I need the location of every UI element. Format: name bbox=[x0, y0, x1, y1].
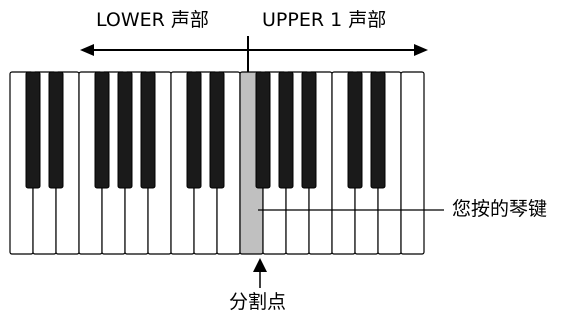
left-arrowhead-icon bbox=[80, 44, 94, 56]
split-point-label: 分割点 bbox=[229, 291, 287, 313]
black-key-F-sharp[interactable] bbox=[255, 71, 271, 189]
black-key-C-sharp[interactable] bbox=[186, 71, 202, 189]
black-key-A-sharp[interactable] bbox=[140, 71, 156, 189]
lower-section-label: LOWER 声部 bbox=[96, 9, 209, 31]
black-key-G-sharp[interactable] bbox=[278, 71, 294, 189]
black-key-F-sharp[interactable] bbox=[94, 71, 110, 189]
black-key-A-sharp[interactable] bbox=[301, 71, 317, 189]
white-key-F[interactable] bbox=[400, 71, 425, 255]
upper-section-label: UPPER 1 声部 bbox=[262, 9, 387, 31]
pressed-key-label: 您按的琴键 bbox=[452, 198, 548, 220]
black-key-C-sharp[interactable] bbox=[347, 71, 363, 189]
black-key-D-sharp[interactable] bbox=[209, 71, 225, 189]
black-key-D-sharp[interactable] bbox=[48, 71, 64, 189]
section-arrows bbox=[80, 36, 428, 72]
black-key-C-sharp[interactable] bbox=[25, 71, 41, 189]
black-key-G-sharp[interactable] bbox=[117, 71, 133, 189]
split-point-arrow bbox=[253, 258, 267, 288]
black-key-D-sharp[interactable] bbox=[370, 71, 386, 189]
up-arrowhead-icon bbox=[253, 258, 267, 272]
right-arrowhead-icon bbox=[414, 44, 428, 56]
black-keys bbox=[25, 71, 386, 189]
